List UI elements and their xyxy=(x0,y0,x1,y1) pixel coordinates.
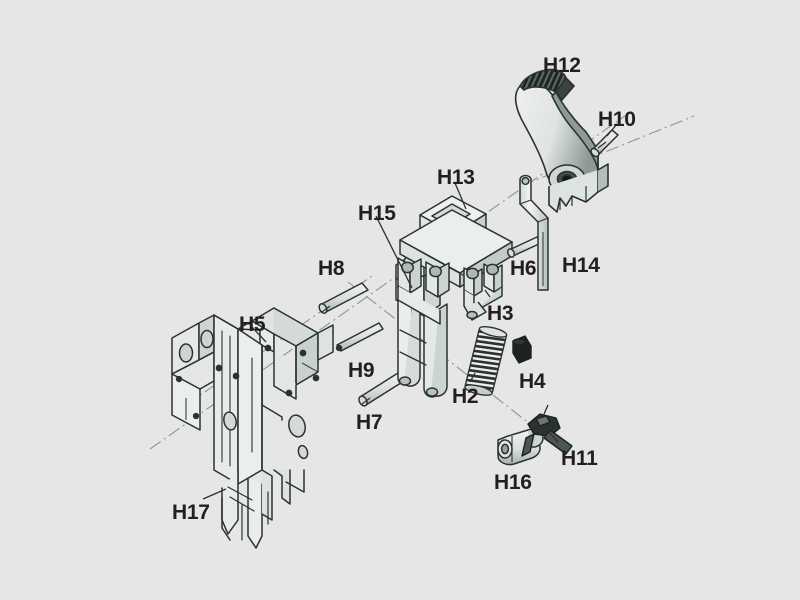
part-label-h15: H15 xyxy=(358,202,396,225)
leader-h15 xyxy=(375,215,413,289)
part-label-h10: H10 xyxy=(598,108,636,131)
part-label-h12: H12 xyxy=(543,54,581,77)
leader-lines xyxy=(202,123,618,500)
leader-h5 xyxy=(250,325,267,343)
part-label-h3: H3 xyxy=(487,302,514,325)
part-h14-link-bar xyxy=(519,174,549,291)
leader-h2 xyxy=(469,372,476,383)
part-label-h14: H14 xyxy=(562,254,600,277)
part-label-h7: H7 xyxy=(356,411,383,434)
leader-h11 xyxy=(548,431,559,443)
leader-h17 xyxy=(202,488,227,500)
detail-strokes xyxy=(185,362,319,420)
leader-h3 xyxy=(484,289,491,298)
leader-h10 xyxy=(606,123,618,137)
part-h3-clevis xyxy=(463,263,503,321)
part-label-h13: H13 xyxy=(437,166,475,189)
leader-h13 xyxy=(454,182,467,210)
part-label-h11: H11 xyxy=(561,447,598,470)
part-h4-bushing xyxy=(512,335,532,364)
part-label-h4: H4 xyxy=(519,370,546,393)
part-h2-coil-spring xyxy=(464,326,508,396)
part-label-h5: H5 xyxy=(239,313,266,336)
part-label-h2: H2 xyxy=(452,385,479,408)
part-label-h9: H9 xyxy=(348,359,375,382)
part-label-h16: H16 xyxy=(494,471,532,494)
part-h5-bracket-frame xyxy=(171,307,334,549)
part-h10-roll-pin xyxy=(590,129,619,158)
part-h9-taper-pin xyxy=(335,322,384,352)
part-label-h8: H8 xyxy=(318,257,345,280)
part-h8-roll-pin xyxy=(318,282,369,314)
part-label-h6: H6 xyxy=(510,257,537,280)
part-h12-trigger-lever xyxy=(514,68,609,213)
part-label-h17: H17 xyxy=(172,501,210,524)
